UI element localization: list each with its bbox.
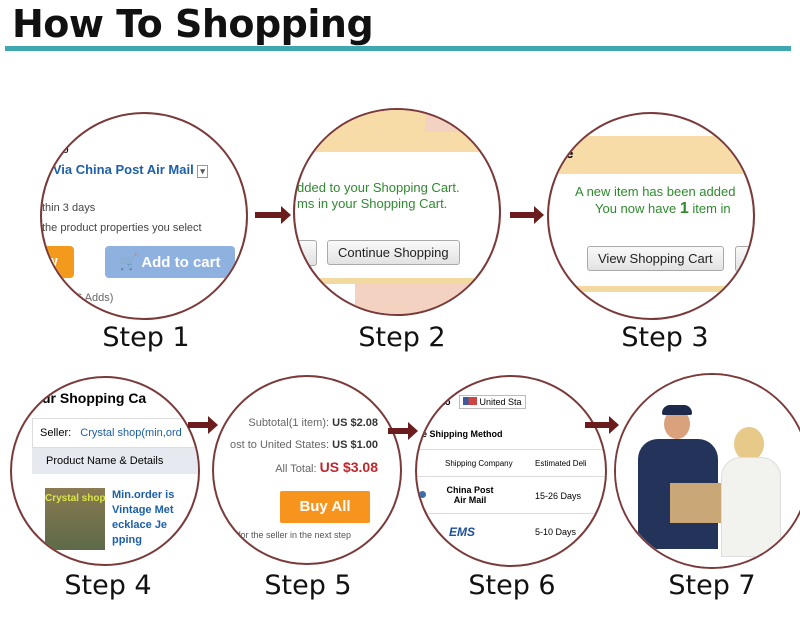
step-2-label: Step 2 bbox=[358, 322, 446, 353]
ship-to-label: r(s) to bbox=[425, 397, 451, 407]
seller-link[interactable]: Crystal shop(min,ord bbox=[80, 427, 182, 439]
buy-all-button[interactable]: Buy All bbox=[280, 491, 370, 523]
company-column: Shipping Company bbox=[445, 459, 513, 468]
shipping-cost-value: US $1.00 bbox=[332, 439, 378, 451]
shipping-method-heading: se Shipping Method bbox=[417, 429, 503, 439]
item-in-text: item in bbox=[692, 201, 731, 216]
arrow-icon bbox=[188, 416, 218, 434]
buy-now-button[interactable]: w bbox=[42, 246, 74, 278]
us-flag-icon bbox=[463, 397, 478, 405]
added-message-2: ms in your Shopping Cart. bbox=[297, 196, 448, 211]
cart-heading: ur Shopping Ca bbox=[42, 390, 147, 406]
dropdown-icon[interactable]: ▾ bbox=[197, 165, 208, 178]
have-text: You now have bbox=[595, 201, 677, 216]
delivery-column: Estimated Deli bbox=[535, 459, 587, 468]
product-link[interactable]: Min.order is Vintage Met ecklace Je ppin… bbox=[112, 488, 174, 548]
new-item-message: A new item has been added bbox=[575, 184, 736, 199]
seller-note: for the seller in the next step bbox=[238, 530, 352, 540]
add-to-cart-button[interactable]: 🛒 Add to cart bbox=[105, 246, 235, 278]
step-7-circle bbox=[614, 373, 800, 569]
arrow-icon bbox=[510, 206, 544, 224]
step-4-circle: ur Shopping Ca Seller: Crystal shop(min,… bbox=[10, 376, 200, 566]
delivery-photo bbox=[616, 375, 800, 567]
total-label: All Total: bbox=[275, 463, 317, 475]
step-6-label: Step 6 bbox=[468, 570, 556, 601]
adds-count: 36 Adds) bbox=[70, 292, 114, 304]
add-to-cart-label: Add to cart bbox=[141, 254, 221, 271]
country-select[interactable]: United Sta bbox=[459, 395, 526, 409]
page-title: How To Shopping bbox=[12, 2, 374, 46]
arrow-icon bbox=[388, 422, 418, 440]
radio-icon[interactable] bbox=[419, 491, 426, 498]
shipping-method[interactable]: s Via China Post Air Mail bbox=[42, 162, 194, 177]
ems-logo[interactable]: EMS bbox=[449, 525, 476, 539]
step-5-label: Step 5 bbox=[264, 570, 352, 601]
product-line: pping bbox=[112, 534, 142, 546]
notice-header: tice bbox=[551, 146, 574, 161]
country-value: United Sta bbox=[479, 397, 522, 407]
step-3-circle: tice A new item has been added You now h… bbox=[547, 112, 755, 320]
product-column-header: Product Name & Details bbox=[46, 455, 164, 467]
delivery-time: thin 3 days bbox=[42, 202, 96, 214]
total-value: US $3.08 bbox=[319, 459, 378, 475]
subtotal-value: US $2.08 bbox=[332, 417, 378, 429]
step-6-circle: r(s) to United Sta se Shipping Method Sh… bbox=[415, 375, 607, 567]
seller-label: Seller: bbox=[40, 427, 72, 439]
properties-note: the product properties you select bbox=[42, 222, 202, 234]
step-4-label: Step 4 bbox=[64, 570, 152, 601]
buy-now-label: w bbox=[46, 253, 58, 270]
step-7-label: Step 7 bbox=[668, 570, 756, 601]
step-3-label: Step 3 bbox=[621, 322, 709, 353]
shipping-cost-label: ost to United States: bbox=[230, 439, 330, 451]
continue-shopping-button[interactable]: Continue Shopping bbox=[327, 240, 460, 265]
product-image[interactable]: Crystal shop bbox=[45, 488, 106, 550]
arrow-icon bbox=[585, 416, 619, 434]
subtotal-label: Subtotal(1 item): bbox=[248, 417, 330, 429]
shipping-to: to bbox=[58, 142, 69, 156]
item-count: 1 bbox=[679, 200, 689, 217]
image-caption: Crystal shop bbox=[45, 493, 106, 504]
title-divider bbox=[5, 46, 791, 51]
added-message-1: dded to your Shopping Cart. bbox=[297, 180, 460, 195]
step-2-circle: dded to your Shopping Cart. ms in your S… bbox=[293, 108, 501, 316]
product-line: Vintage Met bbox=[112, 504, 174, 516]
product-line: Min.order is bbox=[112, 489, 175, 501]
china-post-option[interactable]: China Post Air Mail bbox=[446, 485, 494, 505]
arrow-icon bbox=[255, 206, 291, 224]
ems-days: 5-10 Days bbox=[535, 527, 577, 537]
cart-icon: 🛒 bbox=[119, 254, 138, 271]
product-line: ecklace Je bbox=[112, 519, 168, 531]
step-5-circle: Subtotal(1 item): US $2.08 ost to United… bbox=[212, 375, 402, 565]
shipping-prefix: ng bbox=[42, 142, 56, 156]
view-shopping-cart-button[interactable]: View Shopping Cart bbox=[587, 246, 724, 271]
step-1-circle: ng to s Via China Post Air Mail ▾ thin 3… bbox=[40, 112, 248, 320]
step-1-label: Step 1 bbox=[102, 322, 190, 353]
china-post-days: 15-26 Days bbox=[535, 491, 582, 501]
